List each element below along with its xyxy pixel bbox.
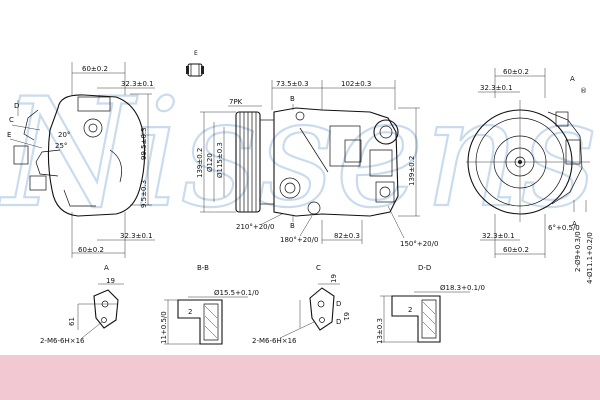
marker-e: E bbox=[7, 131, 11, 139]
marker-c: C bbox=[9, 116, 14, 124]
dim-left-9: 9.5±0.3 bbox=[140, 180, 148, 208]
section-a-thread: 2-M6-6H×16 bbox=[40, 337, 85, 345]
dim-front-139-left: 139±0.2 bbox=[196, 148, 204, 178]
dim-front-d120: Ø120 bbox=[206, 153, 214, 172]
section-c-thread: 2-M6-6H×16 bbox=[252, 337, 297, 345]
dim-front-82: 82±0.3 bbox=[334, 232, 360, 240]
angle-6: 6°+0.5/0 bbox=[548, 224, 580, 232]
marker-b-bottom: B bbox=[290, 222, 295, 230]
section-a-title: A bbox=[104, 264, 109, 272]
dim-front-d115: Ø115±0.3 bbox=[216, 142, 224, 178]
dim-left-top-60: 60±0.2 bbox=[82, 65, 108, 73]
section-c-dim-19: 19 bbox=[330, 274, 338, 283]
marker-a-top: A bbox=[570, 75, 575, 83]
section-c-marker-d2: D bbox=[336, 318, 341, 326]
registered-mark: ® bbox=[580, 87, 587, 95]
detail-e-label: E bbox=[194, 50, 198, 57]
section-dd: D-D Ø18.3+0.1/0 13±0.3 2 bbox=[376, 264, 485, 344]
section-bb: B-B Ø15.5+0.1/0 11+0.5/0 2 bbox=[160, 264, 259, 345]
dim-right-bottom-32: 32.3±0.1 bbox=[482, 232, 515, 240]
dim-holes-9: 2-Ø9+0.3/0 bbox=[574, 231, 582, 272]
section-bb-dim-11: 11+0.5/0 bbox=[160, 311, 168, 344]
section-a-dim-61: 61 bbox=[68, 317, 76, 326]
dim-right-top-32: 32.3±0.1 bbox=[480, 84, 513, 92]
front-view: 73.5±0.3 102±0.3 7PK 139±0.2 bbox=[196, 80, 438, 248]
dim-left-bottom-60: 60±0.2 bbox=[78, 246, 104, 254]
angle-180: 180°+20/0 bbox=[280, 236, 318, 244]
marker-d: D bbox=[14, 102, 19, 110]
section-c-title: C bbox=[316, 264, 321, 272]
dim-left-top-32: 32.3±0.1 bbox=[121, 80, 154, 88]
angle-20: 20° bbox=[58, 131, 70, 139]
marker-b-top: B bbox=[290, 95, 295, 103]
section-bb-title: B-B bbox=[197, 264, 209, 272]
dim-front-102: 102±0.3 bbox=[341, 80, 371, 88]
label-7pk: 7PK bbox=[229, 98, 243, 106]
left-side-view: 60±0.2 32.3±0.1 D C E 20° 25° 99.5±0.3 9… bbox=[7, 62, 155, 258]
dim-left-bottom-32: 32.3±0.1 bbox=[120, 232, 153, 240]
section-a: A 19 61 2-M6-6H×16 bbox=[40, 264, 124, 345]
angle-25: 25° bbox=[55, 142, 67, 150]
section-c-marker-d1: D bbox=[336, 300, 341, 308]
section-dd-dim-13: 13±0.3 bbox=[376, 318, 384, 344]
section-c: C 19 61 D D 2-M6-6H×16 bbox=[252, 264, 350, 345]
dim-holes-11: 4-Ø11.1+0.2/0 bbox=[586, 232, 594, 284]
section-bb-dim-2: 2 bbox=[188, 308, 192, 316]
dim-right-top-60: 60±0.2 bbox=[503, 68, 529, 76]
section-dd-dim-d18: Ø18.3+0.1/0 bbox=[440, 284, 485, 292]
dim-front-139-right: 139±0.2 bbox=[408, 156, 416, 186]
right-side-view: 60±0.2 32.3±0.1 60±0.2 32.3±0.1 6°+0.5/0… bbox=[466, 68, 594, 284]
angle-210: 210°+20/0 bbox=[236, 223, 274, 231]
section-c-dim-61: 61 bbox=[342, 312, 350, 321]
footer-band bbox=[0, 355, 600, 400]
section-dd-title: D-D bbox=[418, 264, 431, 272]
section-dd-dim-2: 2 bbox=[408, 306, 412, 314]
section-bb-dim-d15: Ø15.5+0.1/0 bbox=[214, 289, 259, 297]
watermark-text: Nissens bbox=[0, 67, 598, 241]
section-a-dim-19: 19 bbox=[106, 277, 115, 285]
angle-150: 150°+20/0 bbox=[400, 240, 438, 248]
detail-e: E bbox=[186, 50, 204, 77]
dim-left-99: 99.5±0.3 bbox=[140, 127, 148, 160]
dim-right-bottom-60: 60±0.2 bbox=[503, 246, 529, 254]
dim-front-73: 73.5±0.3 bbox=[276, 80, 309, 88]
marker-a-bottom: A bbox=[572, 220, 577, 228]
